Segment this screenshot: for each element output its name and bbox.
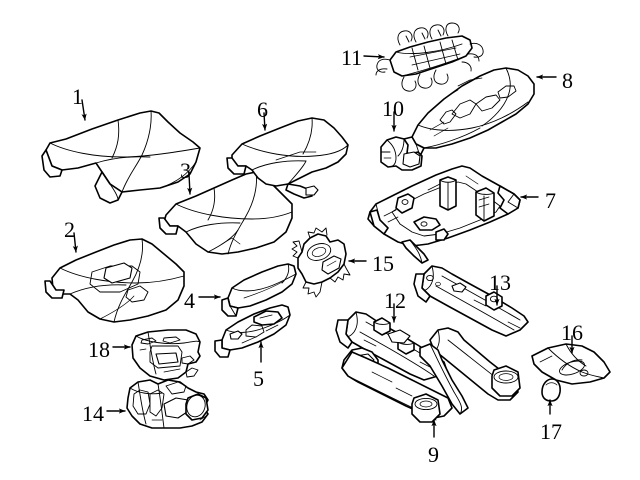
callout-label-9[interactable]: 9 <box>428 442 439 467</box>
part-16-track-end-cap <box>531 343 611 385</box>
callout-label-18[interactable]: 18 <box>88 337 110 362</box>
part-11-spring-wire-mat <box>375 22 484 92</box>
part-6-seat-back-cover <box>226 117 349 199</box>
callout-label-1[interactable]: 1 <box>72 84 83 109</box>
callout-label-2[interactable]: 2 <box>64 217 75 242</box>
part-18-control-module-bracket <box>131 329 201 381</box>
callout-label-12[interactable]: 12 <box>384 288 406 313</box>
callout-leaders <box>72 54 575 438</box>
callout-label-16[interactable]: 16 <box>561 320 583 345</box>
callout-label-7[interactable]: 7 <box>545 188 556 213</box>
callout-label-17[interactable]: 17 <box>540 419 562 444</box>
part-9-seat-riser-crossmember <box>341 327 521 423</box>
callout-label-14[interactable]: 14 <box>82 401 104 426</box>
part-7-seat-track-frame <box>367 165 521 264</box>
part-1-seat-cushion-cover-front <box>41 110 201 204</box>
part-15-adjuster-gear-cover <box>291 227 351 298</box>
part-17-bolt-cap <box>541 378 561 402</box>
callout-label-10[interactable]: 10 <box>382 96 404 121</box>
callout-label-3[interactable]: 3 <box>180 158 191 183</box>
part-5-side-shield-bracket <box>214 304 291 358</box>
part-2-seat-cushion-pad-lower <box>44 238 185 323</box>
callout-label-5[interactable]: 5 <box>253 366 264 391</box>
callout-label-15[interactable]: 15 <box>372 251 394 276</box>
part-4-side-trim-panel <box>221 263 297 317</box>
callout-label-13[interactable]: 13 <box>489 270 511 295</box>
part-12-track-rail-left <box>335 311 447 381</box>
callout-label-11[interactable]: 11 <box>341 45 363 70</box>
callout-label-6[interactable]: 6 <box>257 97 268 122</box>
callout-label-8[interactable]: 8 <box>562 68 573 93</box>
part-10-pivot-bracket <box>380 136 423 171</box>
part-14-recliner-housing <box>126 379 209 429</box>
part-3-seat-cushion-pad-upper <box>158 171 293 255</box>
part-13-track-rail-right <box>413 265 529 337</box>
callout-label-4[interactable]: 4 <box>184 288 195 313</box>
